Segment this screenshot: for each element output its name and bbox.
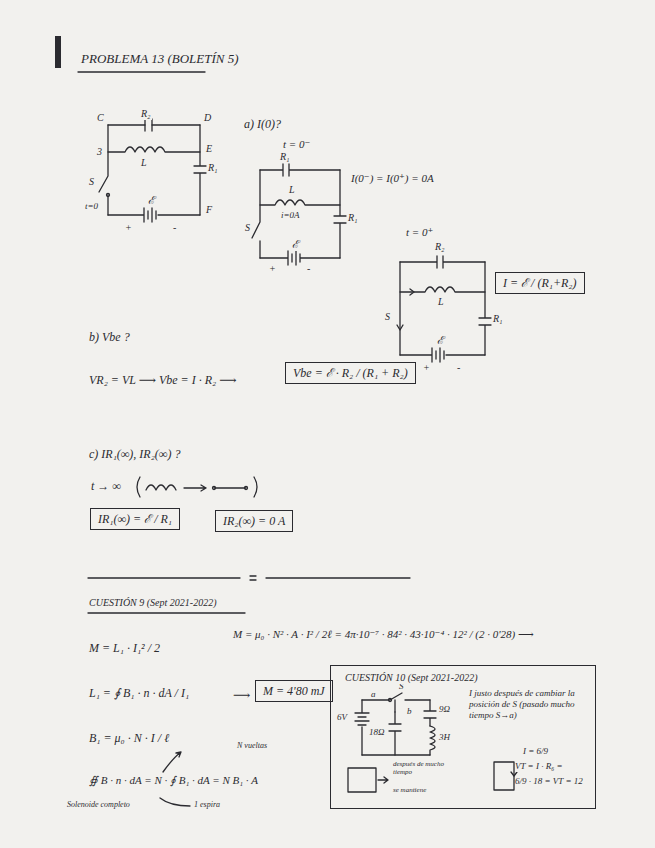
note-text: Solenoide completo xyxy=(66,800,131,809)
note-text: R₁ xyxy=(492,313,504,325)
box-note: 6/9 · 18 = VT = 12 xyxy=(515,776,583,787)
note-text: F xyxy=(205,204,213,216)
note-text: R₁ xyxy=(347,212,359,224)
answer-box: IR₁(∞) = ℰ / R₁ xyxy=(90,508,180,530)
note-text: R₁ xyxy=(207,162,219,174)
box-text: I = ℰ / (R₁+R₂) xyxy=(503,276,577,290)
note-text: t=0 xyxy=(84,201,99,211)
note-text: 18Ω xyxy=(368,727,386,737)
box-text: IR₁(∞) = ℰ / R₁ xyxy=(98,512,172,526)
box-text: Vbe = ℰ · R₂ / (R₁ + R₂) xyxy=(293,366,408,380)
note-text: - xyxy=(306,263,311,275)
note-text: a) I(0)? xyxy=(243,118,282,132)
note-text: CUESTIÓN 9 (Sept 2021-2022) xyxy=(88,597,218,609)
answer-box: Vbe = ℰ · R₂ / (R₁ + R₂) xyxy=(285,362,416,384)
note-text: b) Vbe ? xyxy=(88,331,131,345)
note-text: después de mucho tiempo xyxy=(392,760,452,776)
note-text: t = 0⁺ xyxy=(405,226,434,239)
box-note: VT = I · R₆ = xyxy=(515,761,563,772)
title-underline xyxy=(78,71,205,72)
note-text: L₁ = ∮ B₁ · n · dA / I₁ xyxy=(88,687,190,701)
note-text: - xyxy=(456,362,461,374)
note-text: M = μ₀ · N² · A · I² / 2ℓ = 4π·10⁻⁷ · 84… xyxy=(232,628,535,641)
note-text: S xyxy=(384,311,391,323)
box-note: I = 6/9 xyxy=(523,746,548,757)
note-text: VR₂ = VL ⟶ Vbe = I · R₂ ⟶ xyxy=(88,374,237,388)
note-text: 6V xyxy=(336,712,348,722)
note-text: + xyxy=(268,263,277,275)
circuit-t0-plus xyxy=(397,256,491,362)
note-text: t → ∞ xyxy=(90,480,122,494)
page-title: PROBLEMA 13 (BOLETÍN 5) xyxy=(80,52,240,67)
note-text: L xyxy=(437,296,445,308)
note-text: 3 xyxy=(96,146,103,158)
note-text: B₁ = μ₀ · N · I / ℓ xyxy=(88,732,170,746)
note-text: 1 espira xyxy=(193,800,221,809)
note-text: se mantiene xyxy=(392,786,427,794)
note-text: L xyxy=(140,157,148,169)
note-text: + xyxy=(422,362,431,374)
question-panel: CUESTIÓN 10 (Sept 2021-2022) I justo desp… xyxy=(330,665,596,809)
note-text: ℰ xyxy=(436,334,445,347)
leader-line xyxy=(160,798,190,806)
note-text: i=0A xyxy=(280,210,301,220)
note-text: L xyxy=(288,184,296,196)
note-text: 3H xyxy=(438,732,451,742)
note-text: R₂ xyxy=(140,108,152,120)
note-text: N vueltas xyxy=(236,741,268,750)
note-text: S xyxy=(88,176,95,188)
note-text: t = 0⁻ xyxy=(282,138,311,151)
circuit-main xyxy=(99,119,206,222)
answer-box: I = ℰ / (R₁+R₂) xyxy=(495,272,585,294)
note-text: + xyxy=(124,222,133,234)
note-text: I(0⁻) = I(0⁺) = 0A xyxy=(350,172,435,185)
note-text: 9Ω xyxy=(438,704,451,714)
separator-line xyxy=(88,576,410,580)
note-text: b xyxy=(406,706,413,716)
box-text: CUESTIÓN 10 (Sept 2021-2022) xyxy=(345,672,478,684)
circuit-t0-minus xyxy=(252,164,346,265)
answer-box: M = 4'80 mJ xyxy=(255,680,333,702)
note-text: S xyxy=(244,222,251,234)
box-text: M = 4'80 mJ xyxy=(263,684,325,698)
box-text: IR₂(∞) = 0 A xyxy=(223,514,285,528)
note-text: ℰ xyxy=(147,194,156,207)
leader-line xyxy=(163,752,181,772)
note-text: E xyxy=(205,143,213,155)
note-text: - xyxy=(172,222,177,234)
answer-box: IR₂(∞) = 0 A xyxy=(215,510,293,532)
note-text: a xyxy=(370,689,377,699)
note-text: D xyxy=(203,112,212,124)
note-text: R₂ xyxy=(434,241,446,253)
note-text: ∯ B · n · dA = N · ∮ B₁ · dA = N B₁ · A xyxy=(88,774,259,787)
note-text: c) IR₁(∞), IR₂(∞) ? xyxy=(88,448,181,462)
heading-underline xyxy=(88,612,245,613)
inductor-to-wire xyxy=(137,477,257,497)
note-text: R₁ xyxy=(279,151,291,163)
note-text: C xyxy=(96,112,105,124)
note-text: ⟶ xyxy=(232,689,251,703)
note-text: ℰ xyxy=(291,238,300,251)
note-text: M = L₁ · I₁² / 2 xyxy=(88,642,161,656)
box-note: I justo después de cambiar la posición d… xyxy=(469,688,585,720)
binder-mark xyxy=(55,36,61,68)
